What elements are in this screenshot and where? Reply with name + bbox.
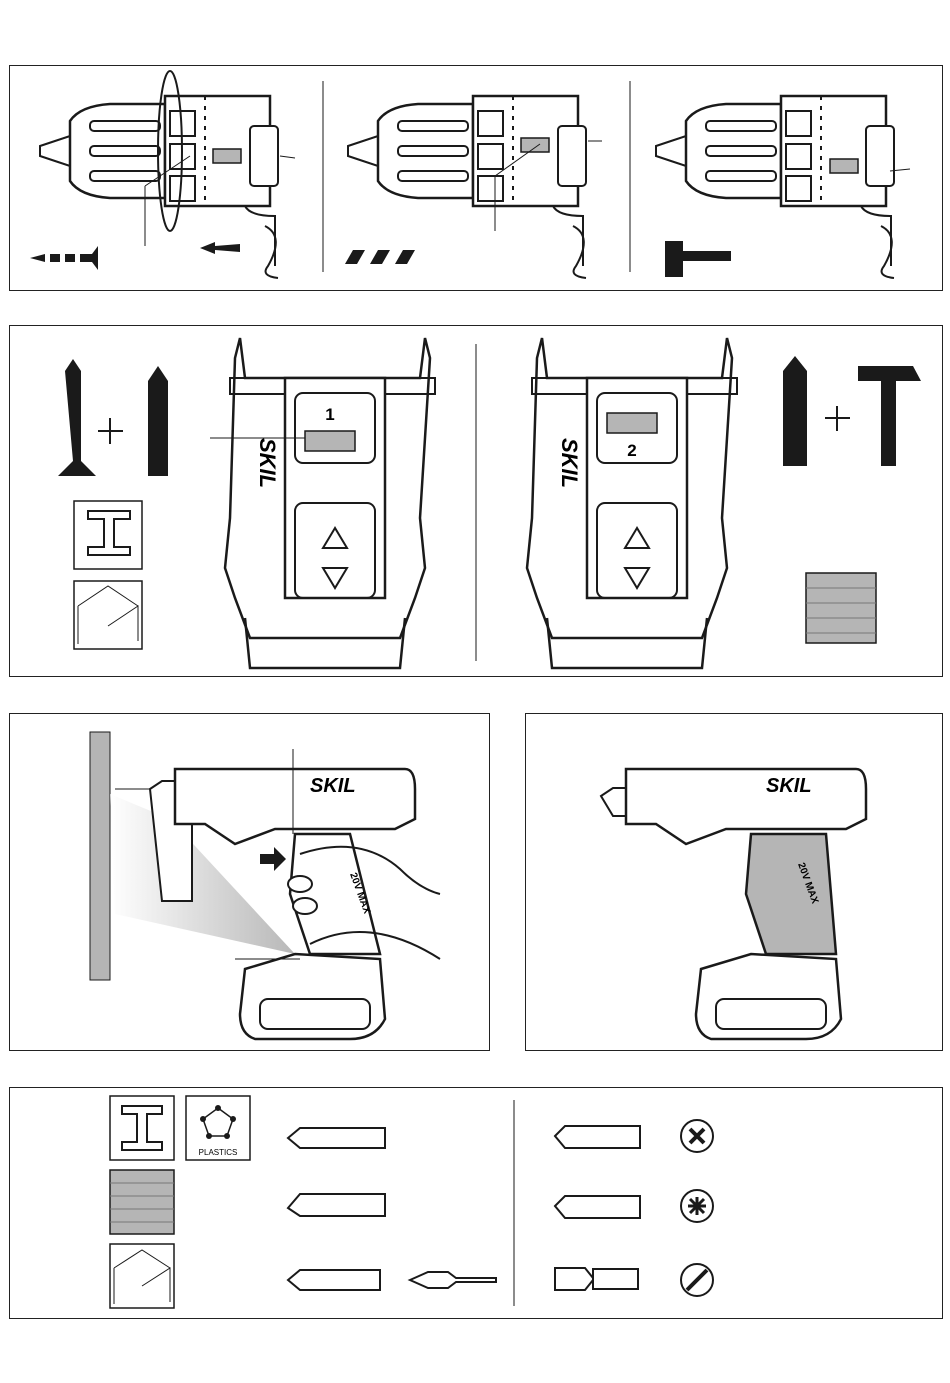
drill-mode-icon <box>30 246 98 270</box>
gear-switch-1 <box>304 430 356 452</box>
arrow-right-icon <box>260 847 286 871</box>
gear-switch-2 <box>606 412 658 434</box>
wood-material-icon <box>109 1243 175 1309</box>
phillips-bit-icon <box>553 1125 641 1149</box>
bits-materials-illustration: PLASTICS <box>109 1095 714 1309</box>
hammer-mode-icon <box>665 241 731 277</box>
battery-pack <box>238 952 387 1041</box>
mode-selection-panel <box>9 65 943 291</box>
bits-materials-panel: PLASTICS <box>9 1087 943 1319</box>
drill-grip <box>744 832 838 956</box>
masonry-material-icon <box>109 1169 175 1235</box>
wood-material-icon <box>73 580 143 650</box>
gear-selection-panel: 1 SKIL 2 SKIL <box>9 325 943 677</box>
gear-1-label: 1 <box>325 405 334 424</box>
drill-bit-plus-hammer-icon <box>783 356 921 466</box>
rotate-arrow-icon <box>157 70 183 232</box>
gear-selection-illustration: 1 SKIL 2 SKIL <box>58 336 921 670</box>
skil-logo: SKIL <box>255 438 280 488</box>
wood-drill-bit-icon <box>286 1269 381 1291</box>
masonry-drill-bit-icon <box>286 1193 386 1217</box>
spade-bit-icon <box>407 1271 497 1289</box>
gear-2-label: 2 <box>627 441 636 460</box>
mode-collar-indicator <box>212 148 242 164</box>
drill-overview-illustration: SKIL 20V MAX <box>599 767 868 1041</box>
holding-illustration: SKIL 20V MAX <box>89 731 441 1041</box>
holding-panel: SKIL 20V MAX <box>9 713 490 1051</box>
mode-selection-illustration <box>30 70 911 280</box>
pozidriv-bit-icon <box>553 1195 641 1219</box>
screwdrive-mode-icon <box>345 250 415 264</box>
slotted-bit-icon <box>554 1267 639 1291</box>
skil-logo: SKIL <box>310 775 356 797</box>
battery-pack <box>694 952 843 1041</box>
metal-drill-bit-icon <box>286 1127 386 1149</box>
plastics-label: PLASTICS <box>199 1148 238 1157</box>
arrow-left-icon <box>200 242 240 254</box>
skil-logo: SKIL <box>766 775 812 797</box>
masonry-material-icon <box>805 572 877 644</box>
drill-bits-plus-icon <box>58 359 168 476</box>
drill-overview-panel: SKIL 20V MAX <box>525 713 943 1051</box>
skil-logo: SKIL <box>557 438 582 488</box>
wall <box>89 731 111 981</box>
